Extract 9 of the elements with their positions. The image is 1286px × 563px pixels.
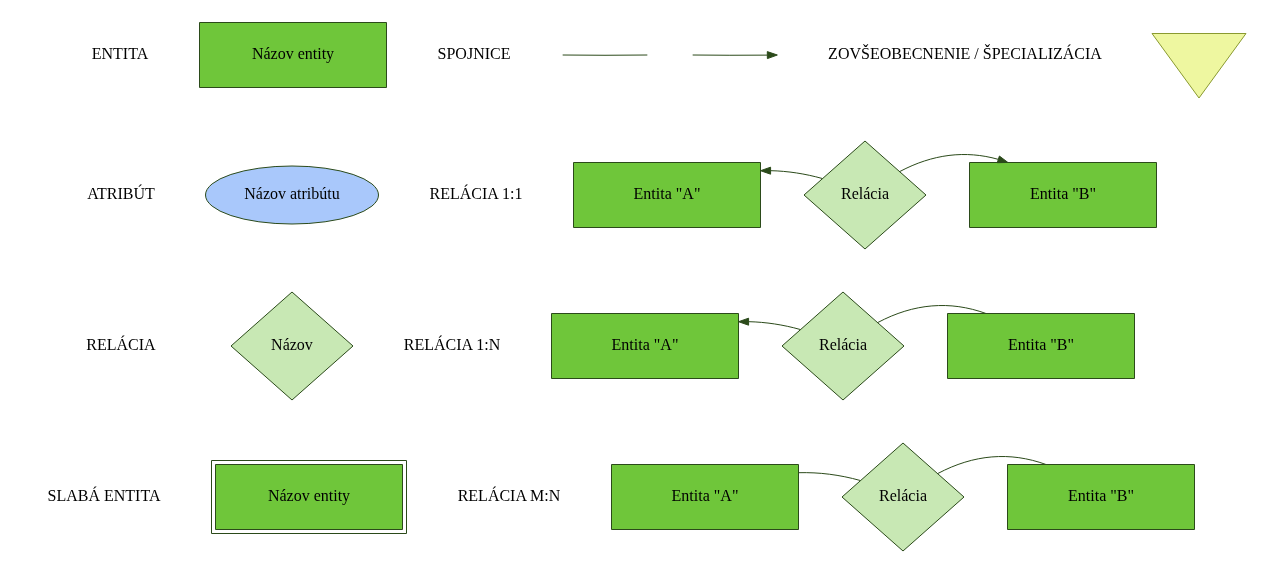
- label: ZOVŠEOBECNENIE / ŠPECIALIZÁCIA: [828, 44, 1102, 62]
- label: RELÁCIA M:N: [457, 486, 561, 504]
- legend-label: SPOJNICE: [437, 44, 511, 62]
- label: RELÁCIA: [86, 335, 156, 353]
- label: ENTITA: [91, 44, 149, 62]
- label: SLABÁ ENTITA: [47, 486, 161, 504]
- label: ATRIBÚT: [87, 184, 155, 202]
- label: RELÁCIA 1:N: [403, 335, 501, 353]
- label: RELÁCIA 1:1: [429, 184, 523, 202]
